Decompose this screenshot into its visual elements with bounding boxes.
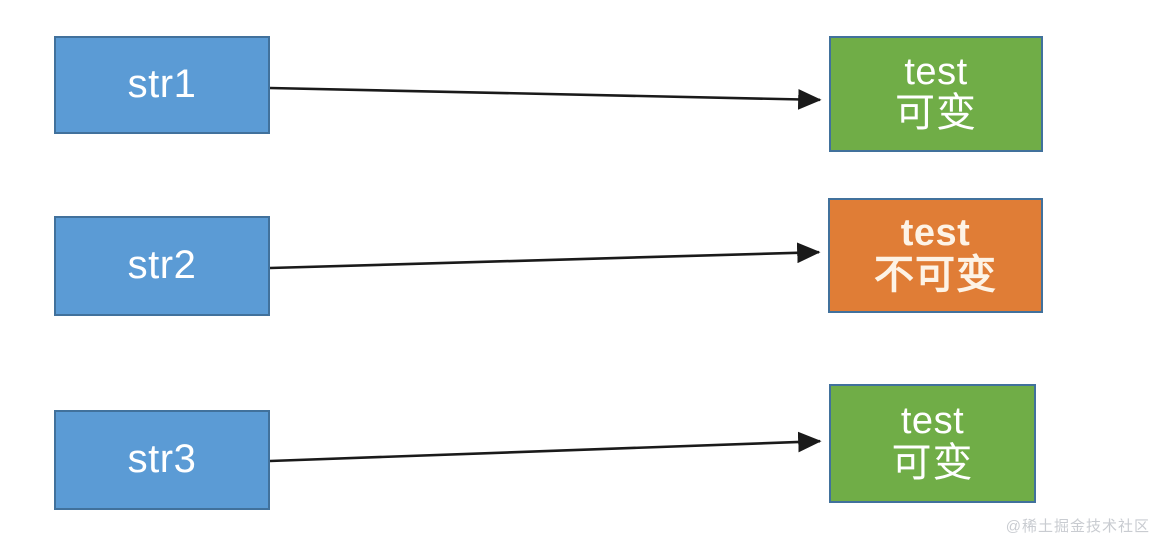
mutability-label: 可变 bbox=[895, 91, 977, 136]
arrow-str3-to-test bbox=[269, 431, 822, 463]
watermark: @稀土掘金技术社区 bbox=[1005, 518, 1150, 535]
mutability-label: 可变 bbox=[891, 440, 974, 485]
str2-label: str2 bbox=[127, 243, 197, 288]
arrow-str1-to-test bbox=[269, 86, 822, 110]
arrow-str2-to-test bbox=[269, 242, 821, 270]
test-mutable-box-2[interactable]: test 可变 bbox=[829, 384, 1036, 503]
str1-label: str1 bbox=[127, 62, 197, 107]
test-mutable-box-1[interactable]: test 可变 bbox=[829, 36, 1043, 152]
test-label: test bbox=[900, 400, 965, 443]
mutability-label: 不可变 bbox=[874, 252, 997, 297]
str1-box[interactable]: str1 bbox=[54, 36, 270, 134]
test-label: test bbox=[904, 50, 968, 93]
str2-box[interactable]: str2 bbox=[54, 216, 270, 316]
str3-box[interactable]: str3 bbox=[54, 410, 270, 510]
test-label: test bbox=[900, 212, 971, 255]
str3-label: str3 bbox=[127, 437, 197, 482]
test-immutable-box[interactable]: test 不可变 bbox=[828, 198, 1043, 313]
